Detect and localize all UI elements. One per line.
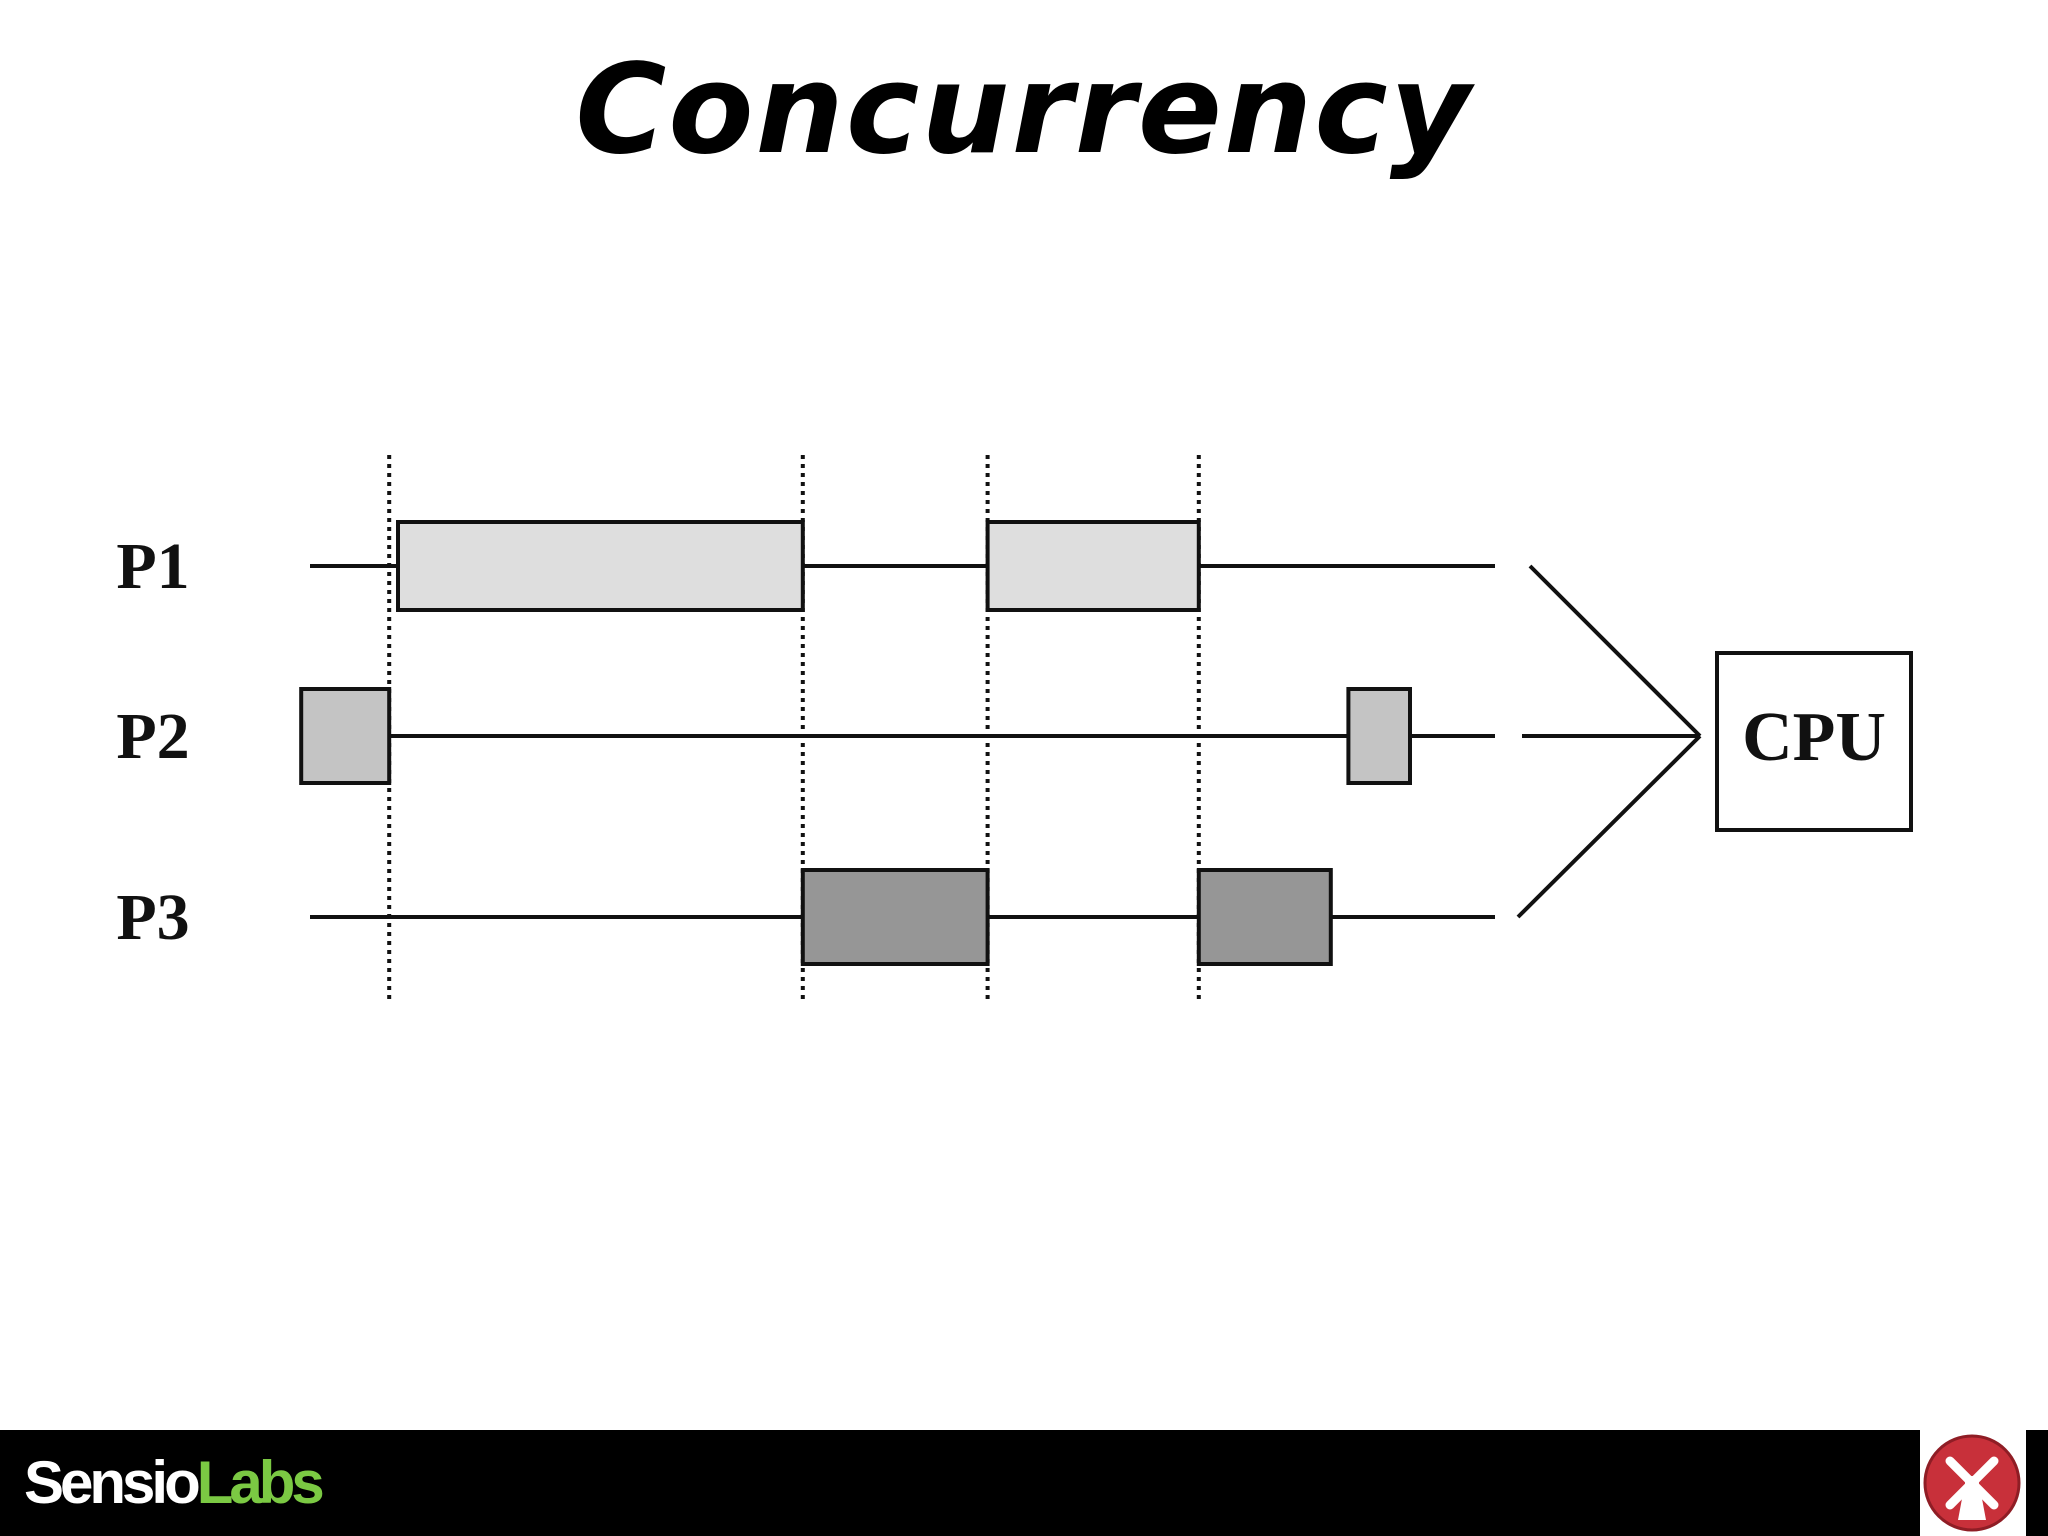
execution-segment [1196,868,1333,966]
process-row-p1: P1 [116,520,1495,612]
cpu-connectors [1516,564,1702,919]
footer-bar: SensioLabs [0,1430,2048,1536]
execution-segment [800,868,990,966]
cpu-box: CPU [1715,651,1913,832]
cpu-box-frame [1715,651,1913,832]
process-label: P2 [116,700,189,773]
execution-segment [299,687,392,785]
brand-logo: SensioLabs [24,1448,325,1518]
cpu-label: CPU [1742,699,1886,776]
process-row-p2: P2 [116,687,1495,785]
brand-text-labs: Labs [196,1449,325,1516]
connector-line [1528,564,1702,738]
windmill-icon [1920,1430,2026,1536]
execution-segment [396,520,805,612]
process-label: P3 [116,881,189,954]
process-label: P1 [116,530,189,603]
brand-text-sensio: Sensio [24,1449,201,1516]
execution-segment [1346,687,1413,785]
execution-segment [985,520,1201,612]
slide-title: Concurrency [575,38,1473,182]
process-row-p3: P3 [116,868,1495,966]
connector-line [1516,734,1702,919]
